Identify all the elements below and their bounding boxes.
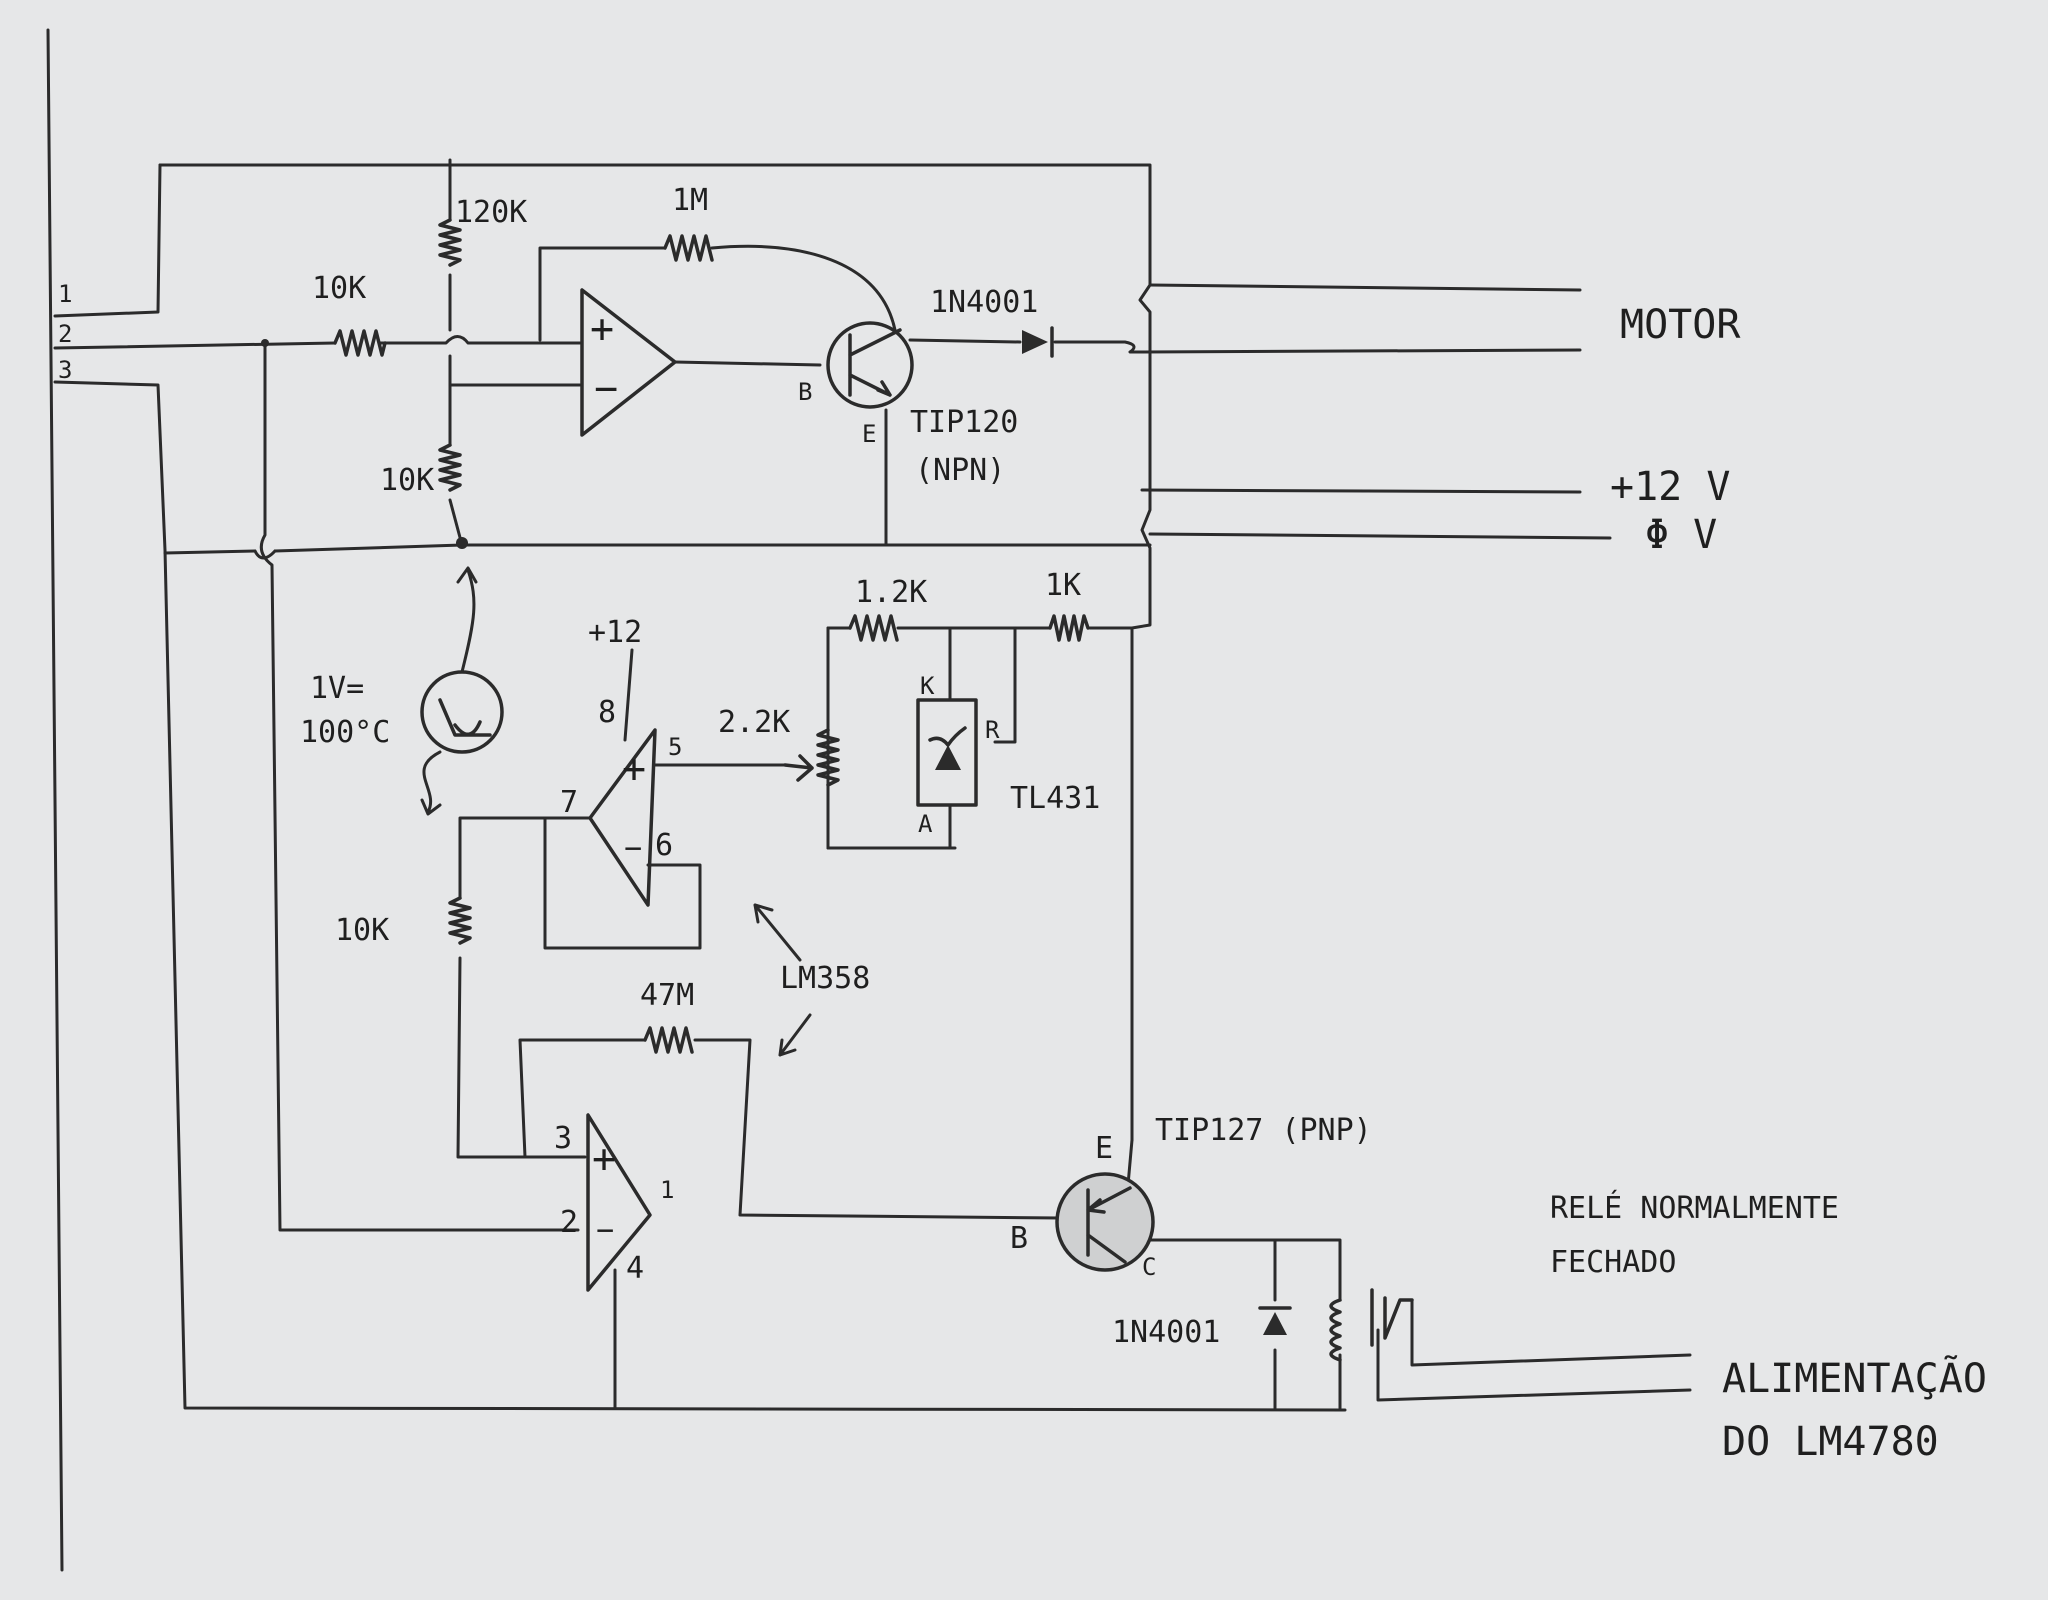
lm358-a-plus: + [622, 746, 646, 792]
lm358-pin-5: 5 [668, 733, 682, 761]
terminal-3-label: 3 [58, 356, 72, 384]
label-rele-line2: FECHADO [1550, 1245, 1676, 1280]
lm358-pin-3: 3 [554, 1121, 572, 1156]
opamp-top-minus: − [594, 366, 618, 412]
label-lm358: LM358 [780, 961, 870, 996]
label-alimentacao-line1: ALIMENTAÇÃO [1722, 1354, 1987, 1402]
resistor-1k [1048, 614, 1090, 642]
transistor-tip127 [1055, 1172, 1155, 1272]
label-47m: 47M [640, 978, 694, 1013]
lm358-pin-1: 1 [660, 1176, 674, 1204]
lm358-arrow-up [753, 903, 802, 962]
temperature-sensor [420, 566, 504, 816]
potentiometer-2-2k [783, 728, 840, 787]
resistor-10k-divider [438, 443, 462, 492]
label-sensor-line1: 1V= [310, 671, 364, 706]
label-motor: MOTOR [1620, 302, 1741, 348]
label-alimentacao-line2: DO LM4780 [1722, 1419, 1939, 1465]
opamp-lm358-b [586, 1113, 652, 1292]
label-tl431: TL431 [1010, 781, 1100, 816]
tip127-pin-c: C [1142, 1253, 1156, 1281]
lm358-pin-4: 4 [626, 1251, 644, 1286]
lm358-b-minus: − [596, 1213, 614, 1248]
tip120-pin-e: E [862, 420, 876, 448]
resistor-1m [663, 234, 714, 262]
label-plus12v: +12 V [1610, 464, 1730, 510]
tl431-pin-k: K [920, 672, 935, 700]
resistor-120k [438, 218, 462, 267]
diode-1n4001-top [1022, 326, 1054, 358]
label-10k-low: 10K [335, 913, 389, 948]
opamp-top [580, 288, 677, 437]
terminal-1-label: 1 [58, 280, 72, 308]
label-sensor-line2: 100°C [300, 715, 390, 750]
label-1-2k: 1.2K [855, 575, 927, 610]
label-plus12: +12 [588, 615, 642, 650]
label-rele-line1: RELÉ NORMALMENTE [1550, 1190, 1839, 1226]
lm358-a-minus: − [624, 831, 642, 866]
resistor-1-2k [848, 614, 899, 642]
label-1m: 1M [672, 183, 708, 218]
relay-coil [1329, 1288, 1414, 1362]
transistor-tip120 [826, 321, 914, 409]
opamp-top-plus: + [590, 306, 614, 352]
resistor-47m [643, 1026, 694, 1054]
label-tip120: TIP120 [910, 405, 1018, 440]
page-margin-line [46, 28, 64, 1572]
tip120-pin-b: B [798, 378, 812, 406]
diode-1n4001-relay [1258, 1306, 1292, 1335]
lm358-pin-8: 8 [598, 695, 616, 730]
label-tip120-type: (NPN) [915, 453, 1005, 488]
resistor-10k-low [448, 896, 472, 945]
label-tip127: TIP127 (PNP) [1155, 1113, 1372, 1148]
lm358-pin-2: 2 [560, 1205, 578, 1240]
lm358-pin-6: 6 [655, 828, 673, 863]
wires [53, 158, 1692, 1412]
lm358-arrow-down [778, 1013, 812, 1057]
lm358-pin-7: 7 [560, 785, 578, 820]
label-1k: 1K [1045, 568, 1081, 603]
terminal-2-label: 2 [58, 320, 72, 348]
labels: 1 2 3 120K 10K 1M 1N4001 10K + − B E TIP… [58, 183, 1987, 1465]
opamp-lm358-a [588, 728, 657, 907]
tip127-pin-e: E [1095, 1131, 1113, 1166]
tl431-regulator [916, 698, 978, 807]
label-10k-divider: 10K [380, 463, 434, 498]
label-1n4001-relay: 1N4001 [1112, 1315, 1220, 1350]
label-120k: 120K [455, 195, 527, 230]
tip127-pin-b: B [1010, 1221, 1028, 1256]
label-2-2k: 2.2K [718, 705, 790, 740]
lm358-b-plus: + [592, 1136, 616, 1182]
label-10k-input: 10K [312, 271, 366, 306]
resistor-10k-input [333, 329, 387, 357]
tl431-pin-r: R [985, 716, 1000, 744]
label-1n4001-top: 1N4001 [930, 285, 1038, 320]
tl431-pin-a: A [918, 810, 933, 838]
label-zerov: Φ V [1645, 512, 1717, 558]
